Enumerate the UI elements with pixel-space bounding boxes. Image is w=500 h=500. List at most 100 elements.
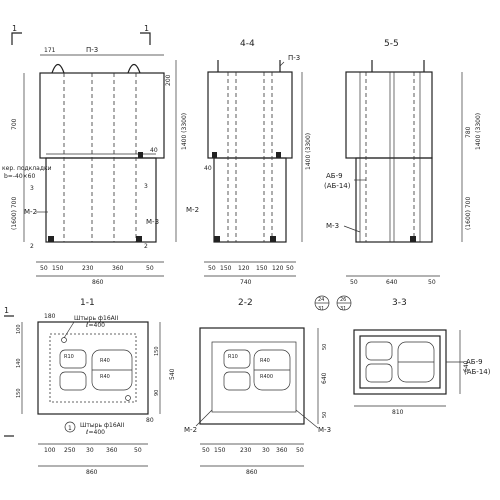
label-r400-22: R400 [260,374,273,380]
dim-22-b230: 230 [240,447,252,454]
dim-11-540: 540 [169,368,176,380]
dim-22-50b: 50 [322,412,328,418]
dim-171: 171 [44,47,56,54]
dim-200: 200 [165,74,172,86]
dim-11-860: 860 [86,469,98,476]
dim-11-150r: 150 [154,346,160,356]
cut-mark-left-1: 1 [4,306,14,437]
dim-11-b360: 360 [106,447,118,454]
dim-11-b250: 250 [64,447,76,454]
dim-33-810: 810 [392,409,404,416]
cut-mark-top-right: 1 [140,24,151,45]
dim-11-b30: 30 [86,447,94,454]
section-label-1-1: 1-1 [80,298,95,308]
label-podkladki-size: b=-40×60 [4,173,35,180]
section-2-2-view: R10 R40 R400 М-2 М-3 640 50 50 50 150 23… [184,295,352,476]
dim-22-50a: 50 [322,344,328,350]
dim-1600-55: (1600) 700 [465,197,472,230]
label-ab9: АБ-9 [326,172,343,180]
label-m2-front: М-2 [24,208,37,216]
label-r40b-11: R40 [100,374,110,380]
dim-44-50: 50 [208,265,216,272]
callout-circle-icon [64,421,76,433]
label-r10-22: R10 [228,354,238,360]
label-ab9-33: АБ-9 [466,358,483,366]
dim-22-b50b: 50 [296,447,304,454]
dim-2-right: 2 [144,243,148,250]
lifting-loop-icon [51,63,65,74]
label-m2-22: М-2 [184,426,197,434]
label-shtyr-bottom-len: ℓ=400 [85,429,105,436]
label-shtyr-top: Штырь ф16АII [74,315,119,322]
callout-26: 26 [340,297,346,303]
label-shtyr-top-len: ℓ=400 [85,322,105,329]
dim-22-b360: 360 [276,447,288,454]
dim-11-180: 180 [44,313,56,320]
callout-24: 24 [318,297,324,303]
dim-2-left: 2 [30,243,34,250]
dim-44-50b: 50 [286,265,294,272]
label-podkladki: кер. подкладки [2,165,52,172]
label-p3: П-3 [86,46,98,54]
dim-11-100: 100 [16,324,22,334]
dim-44-150: 150 [220,265,232,272]
dim-44-120: 120 [238,265,250,272]
dim-22-860: 860 [246,469,258,476]
dim-11-90r: 90 [154,390,160,396]
dim-11-80: 80 [146,417,154,424]
callout-31: 31 [318,306,324,312]
label-ab14: (АБ-14) [324,182,351,190]
label-r10-11: R10 [64,354,74,360]
section-5-5-view: АБ-9 (АБ-14) М-3 780 (1600) 700 1400 (33… [324,60,482,286]
dim-bottom-230: 230 [82,265,94,272]
dim-22-b30: 30 [262,447,270,454]
dim-bottom-860: 860 [92,279,104,286]
callout-1: 1 [68,425,72,432]
dim-700: 700 [11,118,18,130]
dim-55-50a: 50 [350,279,358,286]
front-elevation: 171 П-3 700 (1600) 700 1400 (3300) 200 4… [2,46,188,286]
dim-11-150: 150 [16,388,22,398]
dim-bottom-360: 360 [112,265,124,272]
section-1-1-view: R10 R40 R40 Штырь ф16АII ℓ=400 1 Штырь ф… [16,313,176,476]
dim-bottom-50b: 50 [146,265,154,272]
dim-780-55: 780 [465,126,472,138]
section-label-3-3: 3-3 [392,298,407,308]
dim-55-50b: 50 [428,279,436,286]
section-label-4-4: 4-4 [240,39,255,49]
label-m3-22: М-3 [318,426,331,434]
section-label-5-5: 5-5 [384,39,399,49]
callout-31b: 31 [340,306,346,312]
dim-3-right: 3 [144,183,148,190]
dim-44-150b: 150 [256,265,268,272]
cut-mark-top-left: 1 [11,24,22,45]
dim-33-640: 640 [463,360,470,372]
dim-40: 40 [150,147,158,154]
dim-bottom-50a: 50 [40,265,48,272]
lifting-loop-icon [127,63,141,74]
label-m3-front: М-3 [146,218,159,226]
dim-3-left: 3 [30,185,34,192]
dim-40-44: 40 [204,165,212,172]
dim-11-b50: 50 [134,447,142,454]
svg-text:1: 1 [144,24,149,33]
dim-44-740: 740 [240,279,252,286]
label-ab14-33: (АБ-14) [464,368,491,376]
dim-22-b150: 150 [214,447,226,454]
dim-44-120b: 120 [272,265,284,272]
label-m2-44: М-2 [186,206,199,214]
dim-bottom-150: 150 [52,265,64,272]
label-shtyr-bottom: Штырь ф16АII [80,422,125,429]
section-3-3-view: АБ-9 (АБ-14) 640 810 [353,329,491,416]
label-p3-44: П-3 [288,54,300,62]
dim-1600: (1600) 700 [11,197,18,230]
section-label-2-2: 2-2 [238,298,253,308]
label-r40-22: R40 [260,358,270,364]
svg-text:1: 1 [12,24,17,33]
dim-11-b100: 100 [44,447,56,454]
svg-text:1: 1 [4,306,9,315]
label-m3-55: М-3 [326,222,339,230]
section-4-4-view: П-3 М-2 40 1400 (3300) 50 150 120 150 12… [186,54,312,286]
dim-22-b50: 50 [202,447,210,454]
